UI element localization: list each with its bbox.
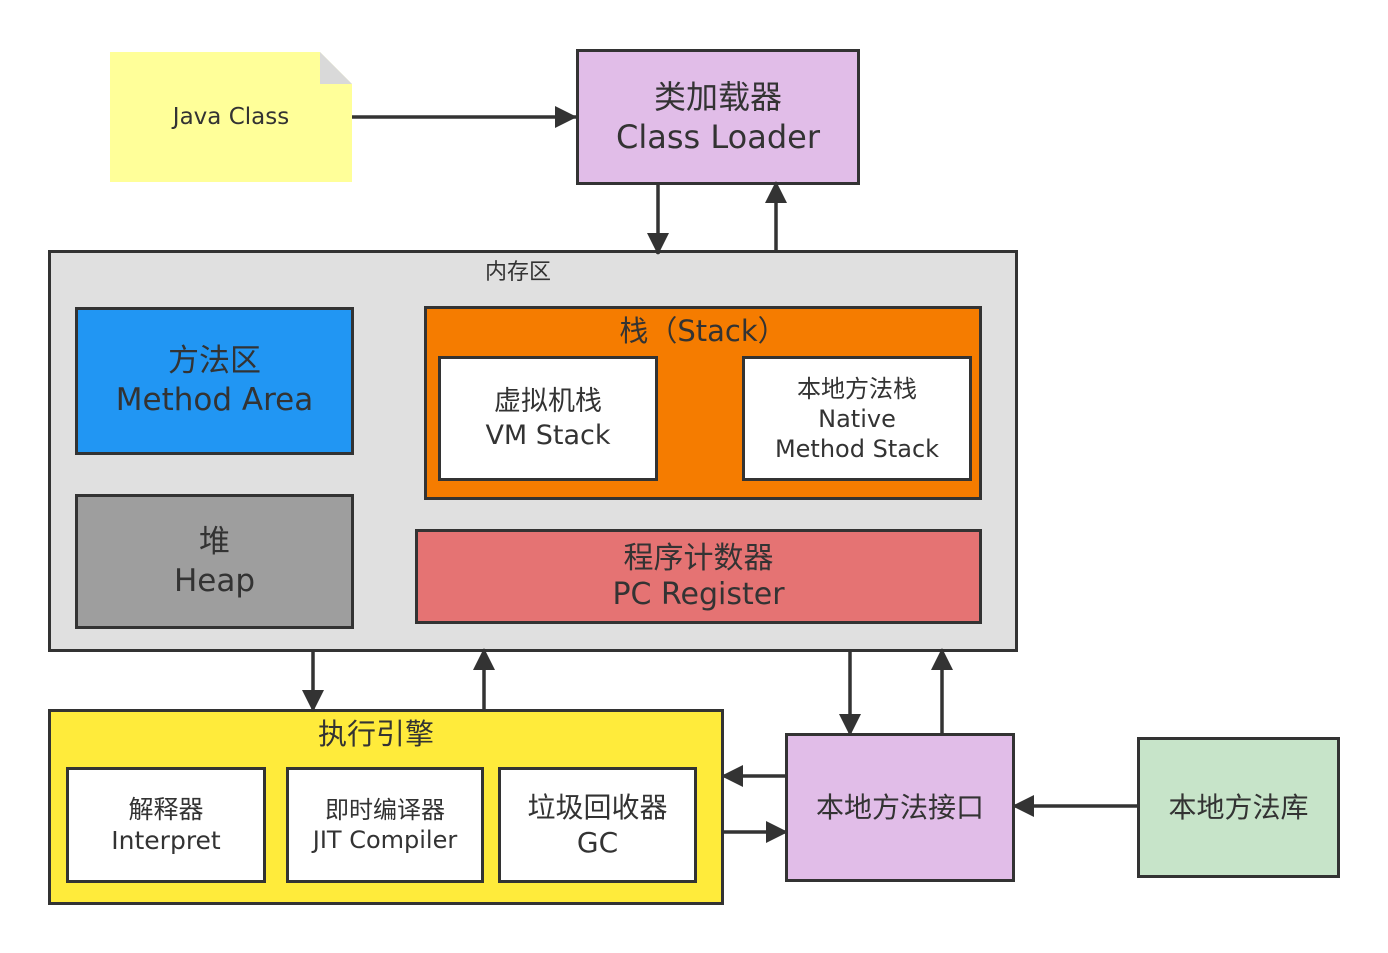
native-stack-en1: Native <box>818 404 896 433</box>
heap-cn: 堆 <box>199 523 230 560</box>
method-area-en: Method Area <box>115 382 314 418</box>
vm-stack-box: 虚拟机栈 VM Stack <box>438 356 658 481</box>
class-loader-box: 类加载器 Class Loader <box>576 49 860 185</box>
gc-en: GC <box>576 826 619 859</box>
vm-stack-cn: 虚拟机栈 <box>494 385 602 417</box>
native-method-interface-box: 本地方法接口 <box>785 733 1015 882</box>
native-library-label: 本地方法库 <box>1168 791 1309 824</box>
gc-box: 垃圾回收器 GC <box>498 767 697 883</box>
pc-register-box: 程序计数器 PC Register <box>415 529 982 624</box>
gc-cn: 垃圾回收器 <box>527 791 668 824</box>
method-area-cn: 方法区 <box>168 343 261 380</box>
interpreter-cn: 解释器 <box>128 794 204 824</box>
jit-compiler-en: JIT Compiler <box>312 826 458 854</box>
note-fold-icon <box>320 52 352 84</box>
jit-compiler-cn: 即时编译器 <box>325 796 445 824</box>
native-interface-label: 本地方法接口 <box>815 791 984 824</box>
native-method-library-box: 本地方法库 <box>1137 737 1340 878</box>
heap-box: 堆 Heap <box>75 494 354 629</box>
interpreter-en: Interpret <box>111 826 221 855</box>
interpreter-box: 解释器 Interpret <box>66 767 266 883</box>
java-class-note: Java Class <box>110 52 352 182</box>
native-stack-cn: 本地方法栈 <box>797 374 917 403</box>
heap-en: Heap <box>173 562 256 599</box>
memory-area-title: 内存区 <box>484 260 551 285</box>
native-stack-en2: Method Stack <box>774 434 940 463</box>
pc-register-cn: 程序计数器 <box>623 540 774 576</box>
class-loader-cn: 类加载器 <box>653 78 782 116</box>
vm-stack-en: VM Stack <box>485 419 611 451</box>
pc-register-en: PC Register <box>612 576 785 612</box>
java-class-label: Java Class <box>172 104 290 130</box>
class-loader-en: Class Loader <box>616 118 820 156</box>
jit-compiler-box: 即时编译器 JIT Compiler <box>286 767 484 883</box>
method-area-box: 方法区 Method Area <box>75 307 354 455</box>
native-method-stack-box: 本地方法栈 Native Method Stack <box>742 356 972 481</box>
stack-title: 栈（Stack） <box>619 314 787 348</box>
execution-engine-title: 执行引擎 <box>317 717 434 751</box>
